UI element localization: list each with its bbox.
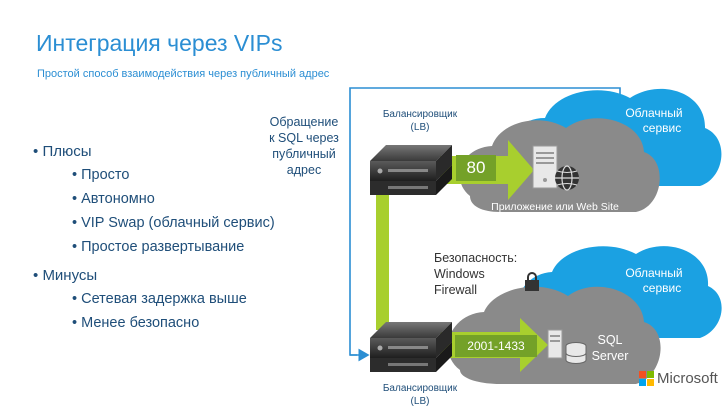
load-balancer-top [370, 145, 452, 195]
cloud-bottom-label-line: Облачный [625, 266, 683, 280]
bullet-pros: • Плюсы [33, 143, 92, 160]
microsoft-logo-icon [639, 371, 654, 386]
access-label-line: публичный [272, 147, 336, 161]
access-label: Обращение к SQL через публичный адрес [256, 114, 352, 178]
access-label-line: адрес [286, 163, 322, 177]
lb-top-label-line: Балансировщик [382, 109, 458, 120]
lb-top-label-line: (LB) [410, 122, 430, 133]
bullet-pro-text: Автономно [81, 191, 155, 207]
bullet-pro-item: • Просто [72, 167, 130, 183]
cloud-top-label-line: сервис [642, 121, 682, 135]
bullet-con-item: • Сетевая задержка выше [72, 291, 247, 307]
security-label-line: Firewall [434, 283, 478, 297]
app-label: Приложение или Web Site [491, 201, 619, 213]
security-label: Безопасность: Windows Firewall [434, 250, 524, 298]
lb-bottom-label: Балансировщик (LB) [372, 382, 468, 408]
sql-label-line: SQL [597, 333, 623, 347]
cloud-bottom-label: Облачный сервис [614, 266, 694, 296]
port-top-label: 80 [466, 158, 486, 177]
slide-subtitle: Простой способ взаимодействия через публ… [37, 68, 330, 80]
slide-title: Интеграция через VIPs [36, 30, 283, 56]
bullet-pro-item: • Автономно [72, 191, 155, 207]
cloud-bottom [447, 246, 722, 384]
lock-icon [525, 272, 539, 291]
bullet-con-text: Менее безопасно [81, 315, 200, 331]
access-label-line: Обращение [269, 115, 339, 129]
web-server-icon [532, 145, 579, 191]
port-box-top [456, 155, 496, 181]
bullet-pros-label: Плюсы [42, 143, 92, 160]
bullet-pro-item: • Простое развертывание [72, 239, 245, 255]
sql-label-line: Server [591, 349, 629, 363]
bullet-cons: • Минусы [33, 267, 98, 284]
bullet-pro-item: • VIP Swap (облачный сервис) [72, 215, 275, 231]
port-box-bottom [455, 335, 537, 357]
cloud-bottom-label-line: сервис [642, 281, 682, 295]
port-bottom-label: 2001-1433 [467, 339, 525, 353]
bullet-con-text: Сетевая задержка выше [81, 291, 247, 307]
sql-label: SQL Server [588, 332, 632, 364]
lb-bottom-label-line: (LB) [410, 396, 430, 407]
connector-bar [376, 190, 389, 330]
bullet-pro-text: Простое развертывание [81, 239, 245, 255]
access-label-line: к SQL через [269, 131, 339, 145]
microsoft-wordmark: Microsoft [657, 370, 718, 387]
bullet-cons-label: Минусы [42, 267, 98, 284]
security-label-line: Windows [434, 267, 485, 281]
bullet-pro-text: Просто [81, 167, 130, 183]
sql-server-icon [547, 329, 587, 364]
cloud-top-label: Облачный сервис [614, 106, 694, 136]
lb-top-label: Балансировщик (LB) [372, 108, 468, 134]
load-balancer-bottom [370, 322, 452, 372]
bullet-con-item: • Менее безопасно [72, 315, 200, 331]
lb-bottom-label-line: Балансировщик [382, 383, 458, 394]
cloud-top-label-line: Облачный [625, 106, 683, 120]
security-label-line: Безопасность: [434, 251, 518, 265]
bullet-pro-text: VIP Swap (облачный сервис) [81, 215, 275, 231]
